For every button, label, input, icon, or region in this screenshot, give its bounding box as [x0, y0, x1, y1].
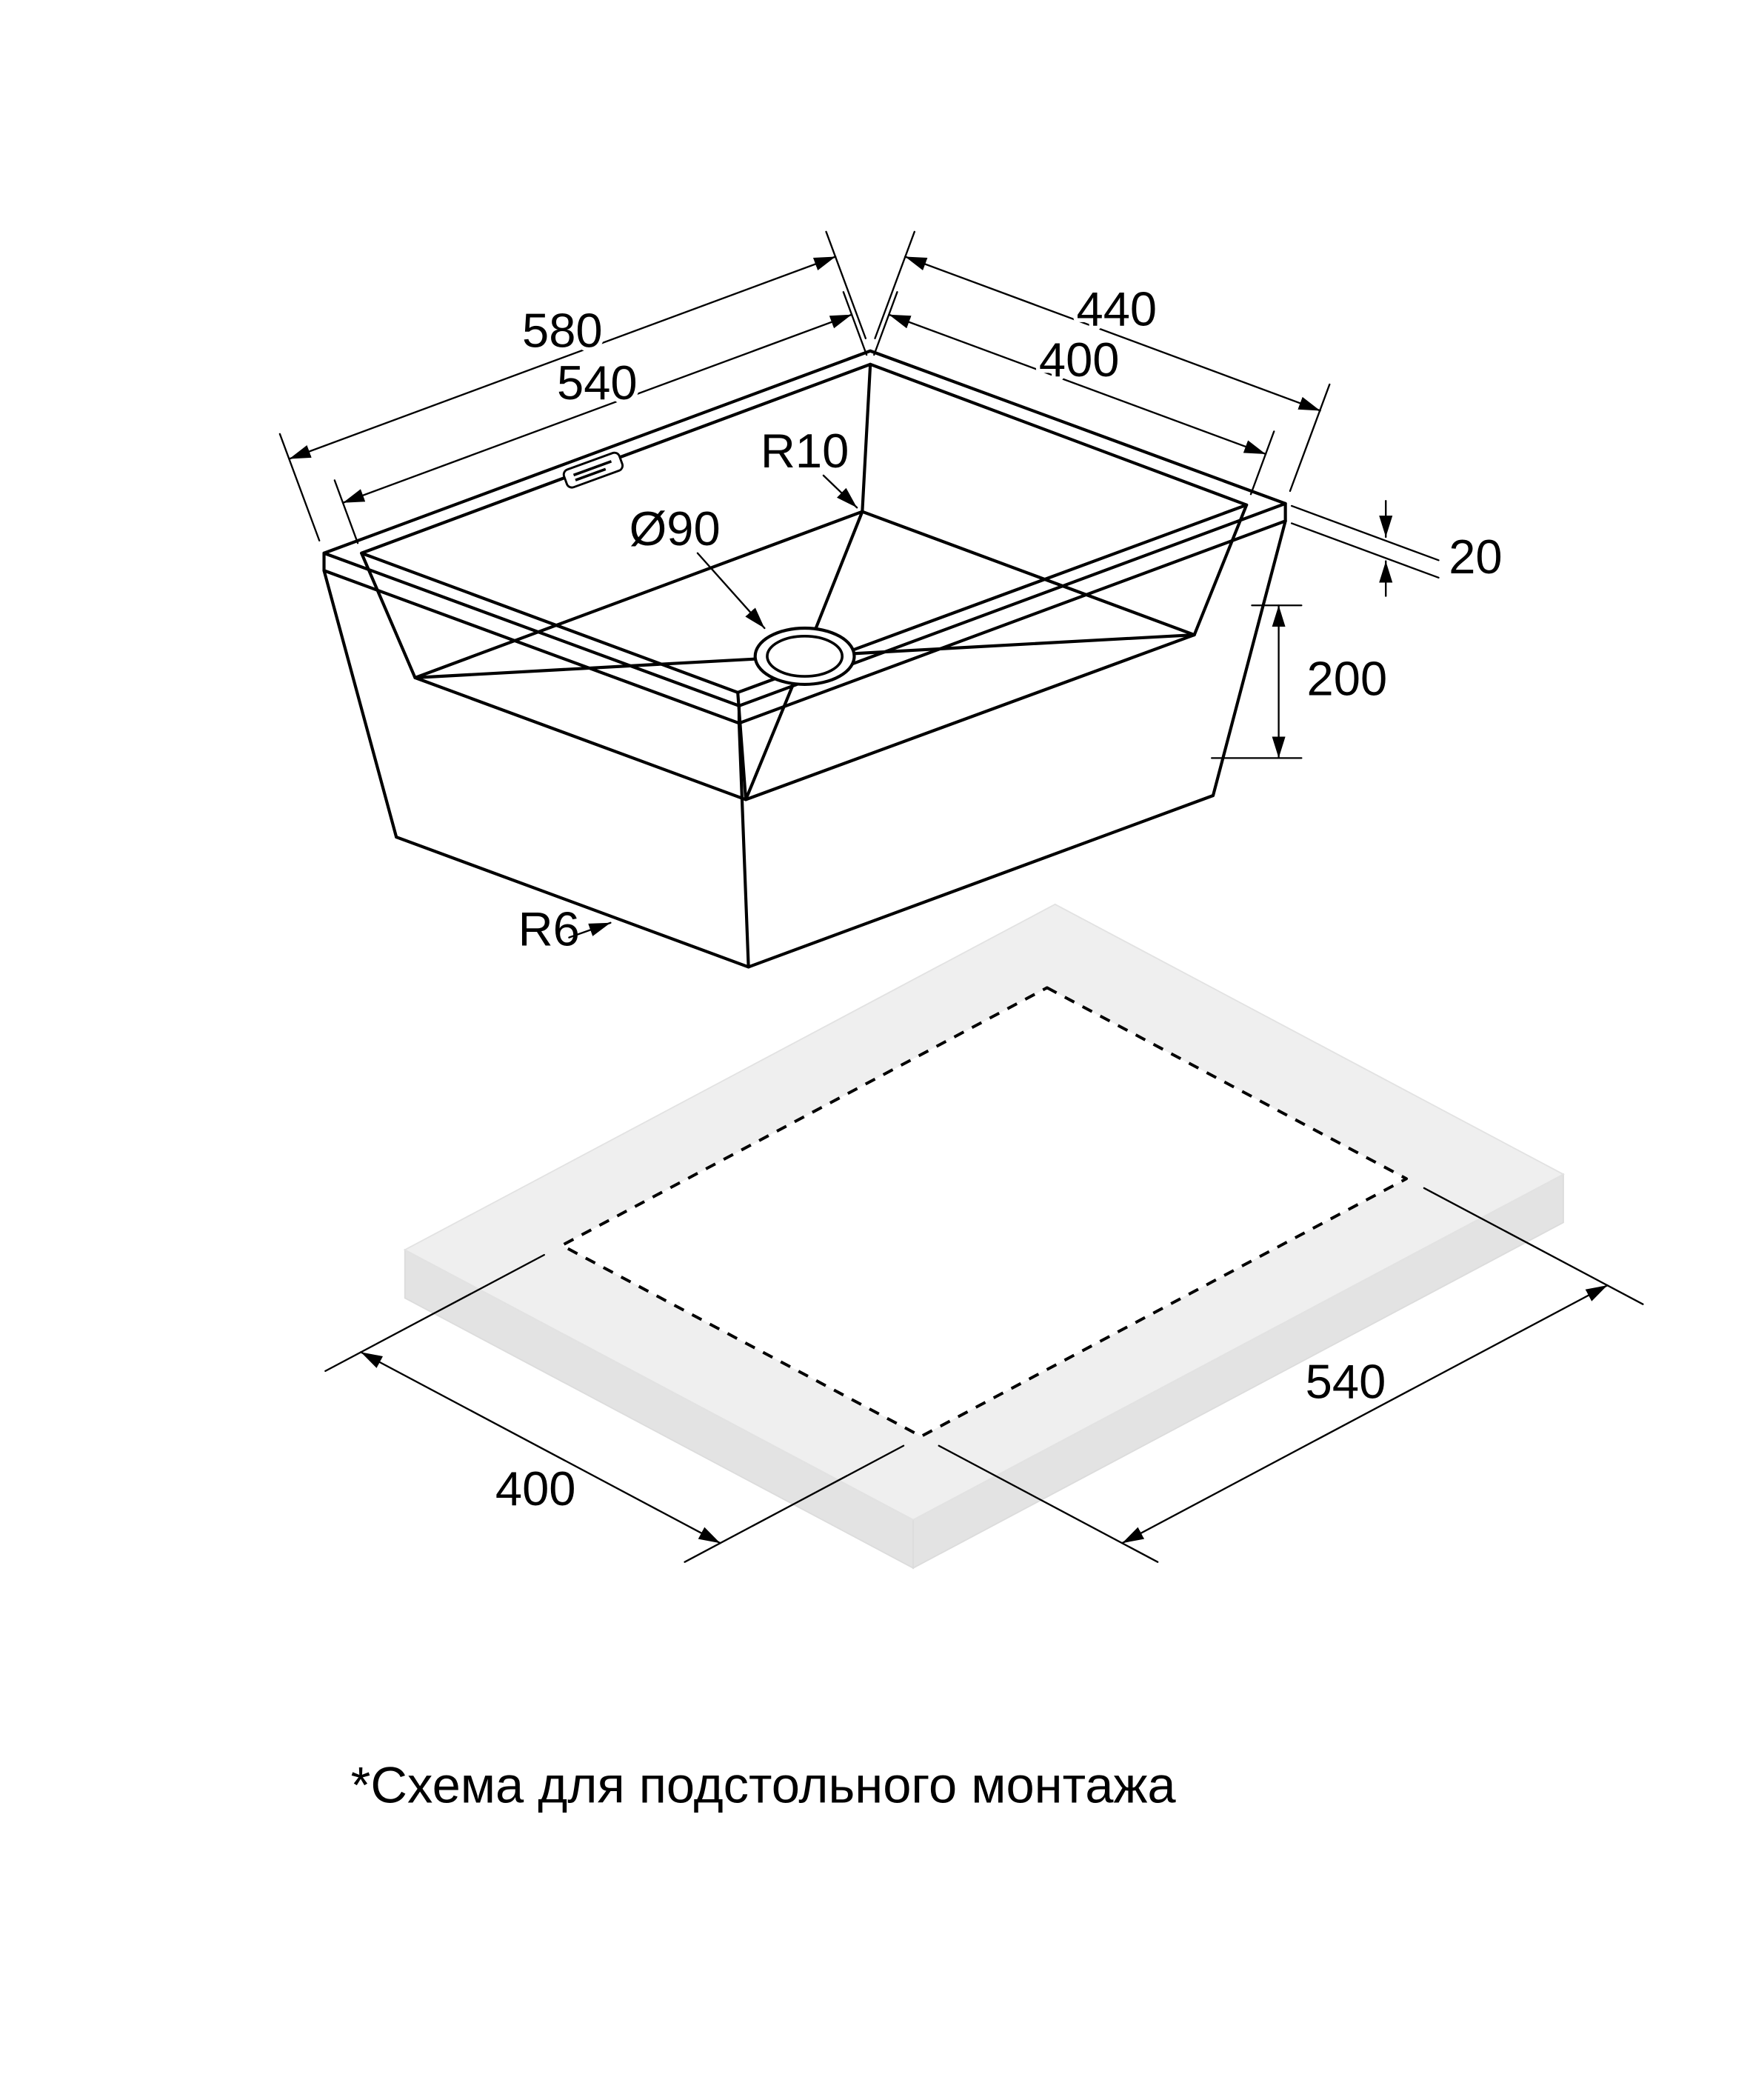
extension-line: [278, 433, 321, 541]
body-edge-front: [737, 721, 750, 969]
bowl-corner-edge: [360, 551, 417, 679]
extension-line: [1290, 504, 1440, 561]
dim-label-inner-length: 540: [557, 356, 638, 410]
sink-dimensions: 580 540 440 400 R10 Ø90 20 200 R6: [278, 230, 1506, 960]
dim-label-bowl-depth: 200: [1307, 651, 1388, 705]
extension-line: [1290, 522, 1440, 579]
extension-line: [1249, 430, 1275, 496]
extension-line: [842, 291, 868, 356]
leader-line-r6: [568, 921, 612, 939]
drain-hole-inner: [766, 635, 844, 678]
dim-label-cutout-length: 540: [1306, 1355, 1386, 1409]
sink-isometric-view: [322, 349, 1287, 969]
extension-line: [825, 230, 867, 339]
dim-label-outer-length: 580: [522, 303, 603, 357]
leader-line-r10: [822, 474, 858, 509]
dim-line-540: [341, 313, 853, 504]
body-edge-left: [322, 569, 398, 839]
extension-line: [333, 479, 359, 544]
bottom-crease: [803, 633, 1196, 659]
extension-line: [1423, 1187, 1644, 1305]
dim-label-rim-height: 20: [1449, 530, 1502, 584]
cutout-dashed-outline: [560, 986, 1409, 1439]
dim-line-cutout-540: [1121, 1284, 1609, 1544]
extension-line: [684, 1444, 905, 1563]
body-edge-right: [1211, 519, 1287, 798]
bowl-corner-edge: [736, 690, 748, 801]
bowl-corner-edge: [1192, 503, 1249, 637]
dim-label-drain-diameter: Ø90: [629, 501, 721, 556]
dim-label-cutout-width: 400: [495, 1461, 576, 1516]
dim-line-400: [888, 313, 1267, 456]
leader-line-drain: [696, 552, 766, 630]
dim-label-outer-width: 440: [1077, 281, 1158, 336]
extension-line: [938, 1444, 1159, 1563]
caption-undermount-note: *Схема для подстольного монтажа: [351, 1757, 1177, 1814]
bottom-crease: [413, 654, 806, 679]
dim-label-bottom-radius: R6: [518, 901, 580, 956]
dim-label-inner-width: 400: [1039, 333, 1120, 387]
bowl-corner-edge: [861, 362, 872, 513]
extension-line: [874, 230, 916, 339]
extension-line: [324, 1253, 545, 1373]
dim-line-cutout-400: [360, 1351, 721, 1544]
countertop-cutout-view: 400 540: [324, 903, 1644, 1570]
extension-line: [873, 291, 898, 356]
body-bottom-edge: [395, 793, 1215, 969]
dim-label-corner-radius: R10: [761, 424, 849, 478]
extension-line: [1289, 383, 1331, 493]
